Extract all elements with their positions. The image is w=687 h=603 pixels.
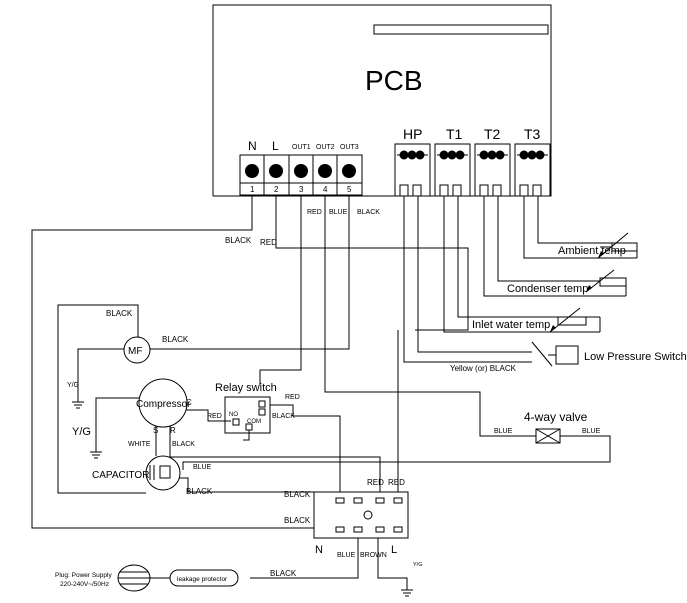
wire-label-black-supply: BLACK	[270, 569, 297, 578]
terminal-label-n: N	[248, 139, 257, 153]
terminal-label-l: L	[272, 139, 279, 153]
wire-label-brown: BROWN	[360, 552, 387, 559]
port-label-t3: T3	[524, 126, 541, 142]
terminal-out2	[318, 164, 332, 178]
condenser-temp-label: Condenser temp	[507, 283, 588, 295]
plug-label-line1: Plug: Power Supply	[55, 572, 112, 579]
wire-label-black-contactor-mid: BLACK	[284, 516, 311, 525]
yellow-black-label: Yellow (or) BLACK	[450, 364, 517, 373]
capacitor-label: CAPACITOR	[92, 470, 149, 481]
wire-label-blue-valve-left: BLUE	[494, 428, 513, 435]
terminal-out3	[342, 164, 356, 178]
four-way-label: 4-way valve	[524, 410, 588, 424]
compressor-c: C	[186, 398, 192, 407]
inlet-water-temp-label: Inlet water temp	[472, 319, 550, 331]
ambient-temp-label: Ambient temp	[558, 245, 626, 257]
port-label-t2: T2	[484, 126, 501, 142]
power-plug: Plug: Power Supply 220-240V~/50Hz	[55, 564, 151, 592]
wire-label-red-relay: RED	[285, 394, 300, 401]
condenser-temp-sensor: Condenser temp	[507, 269, 627, 295]
wire-label-blue-bottom: BLUE	[337, 552, 356, 559]
main-wiring	[31, 196, 611, 590]
terminal-label-out2: OUT2	[316, 144, 335, 151]
wire-label-red-compressor: RED	[207, 413, 222, 420]
wire-label-white: WHITE	[128, 441, 151, 448]
ground-supply-icon	[401, 589, 413, 597]
port-label-t1: T1	[446, 126, 463, 142]
plug-label-line2: 220-240V~/50Hz	[60, 581, 109, 588]
terminal-number-2: 2	[274, 185, 279, 194]
compressor-r: R	[170, 426, 176, 435]
compressor-s: S	[153, 426, 158, 435]
sensor-connectors: HP T1 T2 T3	[394, 126, 551, 197]
fan-motor: MF	[123, 336, 151, 364]
compressor: Compressor C S R	[136, 378, 192, 435]
connector-t1	[434, 143, 471, 197]
relay-label: Relay switch	[215, 382, 277, 394]
wire-labels: RED BLUE BLACK BLACK RED BLACK BLACK Y/G…	[67, 209, 601, 578]
terminal-number-3: 3	[299, 185, 304, 194]
pcb-title: PCB	[365, 65, 423, 96]
terminal-out1	[294, 164, 308, 178]
contactor-l: L	[391, 544, 397, 556]
inlet-water-temp-sensor: Inlet water temp	[472, 307, 587, 333]
wire-label-red-contactor-a: RED	[367, 478, 384, 487]
wire-label-black-out3: BLACK	[357, 209, 380, 216]
wire-label-black-n: BLACK	[225, 236, 252, 245]
connector-hp	[394, 143, 431, 197]
fan-motor-label: MF	[128, 346, 142, 357]
capacitor: CAPACITOR	[92, 455, 181, 491]
connector-t2	[474, 143, 511, 197]
wire-label-black-cap: BLACK	[186, 487, 213, 496]
relay-switch: Relay switch NO COM	[215, 382, 277, 441]
pcb-terminal-block: N L OUT1 OUT2 OUT3 1 2 3 4 5	[239, 139, 363, 196]
four-way-valve: 4-way valve	[524, 410, 588, 444]
leakage-label: leakage protector	[177, 576, 228, 583]
terminal-number-1: 1	[250, 185, 255, 194]
terminal-label-out1: OUT1	[292, 144, 311, 151]
contactor: N L	[313, 491, 409, 556]
wire-label-blue-valve-right: BLUE	[582, 428, 601, 435]
low-pressure-label: Low Pressure Switch	[584, 351, 687, 363]
terminal-n	[245, 164, 259, 178]
low-pressure-switch: Low Pressure Switch	[531, 341, 687, 367]
terminal-number-4: 4	[323, 185, 328, 194]
sensor-wiring	[403, 196, 638, 363]
wire-label-black-fan: BLACK	[162, 335, 189, 344]
port-label-hp: HP	[403, 126, 422, 142]
wire-label-yg-compressor: Y/G	[72, 426, 91, 438]
wire-label-black-fan-top: BLACK	[106, 309, 133, 318]
compressor-label: Compressor	[136, 399, 191, 410]
contactor-n: N	[315, 544, 323, 556]
wire-label-yg-supply: Y/G	[413, 562, 422, 568]
relay-no: NO	[229, 412, 238, 418]
ground-compressor-icon	[90, 450, 102, 459]
wire-label-black-r: BLACK	[172, 441, 195, 448]
ground-fan-icon	[72, 398, 84, 409]
leakage-protector: leakage protector	[169, 569, 239, 587]
connector-t3	[514, 143, 551, 197]
relay-com: COM	[247, 419, 261, 425]
terminal-l	[269, 164, 283, 178]
wire-label-red-contactor-b: RED	[388, 478, 405, 487]
wire-label-blue-cap: BLUE	[193, 464, 212, 471]
wire-label-red-out1: RED	[307, 209, 322, 216]
wire-label-yg-fan: Y/G	[67, 382, 79, 389]
ambient-temp-sensor: Ambient temp	[558, 232, 638, 259]
wire-label-blue-out2: BLUE	[329, 209, 348, 216]
terminal-number-5: 5	[347, 185, 352, 194]
wire-label-red-l: RED	[260, 238, 277, 247]
wire-label-black-relay: BLACK	[272, 413, 295, 420]
wire-label-black-contactor-top: BLACK	[284, 490, 311, 499]
terminal-label-out3: OUT3	[340, 144, 359, 151]
